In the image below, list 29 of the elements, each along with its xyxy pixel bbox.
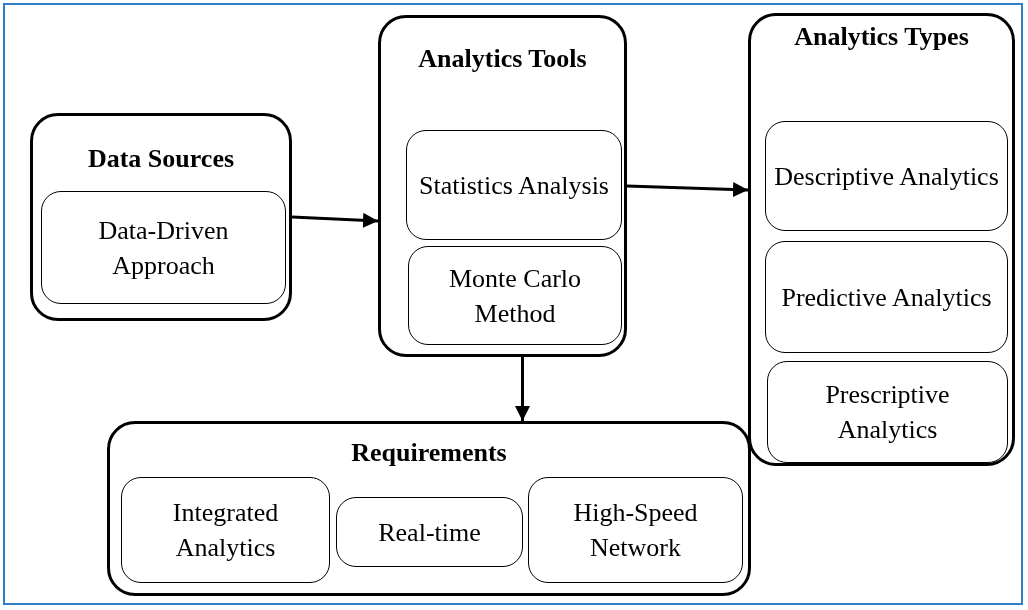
arrow — [515, 357, 530, 421]
group-title: Requirements — [350, 438, 508, 468]
process-box — [121, 477, 330, 583]
box-label: High-Speed Network — [572, 497, 699, 564]
group-box — [748, 13, 1015, 466]
group-title: Data Sources — [86, 144, 236, 174]
group-box — [378, 15, 627, 357]
process-box — [406, 130, 622, 240]
process-box — [765, 241, 1008, 353]
group-title: Analytics Types — [793, 22, 970, 52]
process-box — [41, 191, 286, 304]
process-box — [528, 477, 743, 583]
process-box — [408, 246, 622, 345]
group-title: Analytics Tools — [417, 44, 588, 74]
box-label: Real-time — [377, 516, 482, 549]
box-label: Monte Carlo Method — [447, 262, 583, 330]
box-label: Prescriptive Analytics — [824, 379, 951, 446]
group-box — [30, 113, 292, 321]
arrow — [626, 182, 749, 197]
box-label: Descriptive Analytics — [773, 160, 1000, 193]
group-box — [107, 421, 751, 596]
box-label: Data-Driven Approach — [97, 214, 230, 282]
box-label: Predictive Analytics — [780, 281, 993, 314]
process-box — [765, 121, 1008, 231]
box-label: Statistics Analysis — [418, 169, 610, 202]
process-box — [336, 497, 523, 567]
box-label: Integrated Analytics — [171, 497, 280, 564]
process-box — [767, 361, 1008, 463]
arrow — [291, 212, 379, 228]
